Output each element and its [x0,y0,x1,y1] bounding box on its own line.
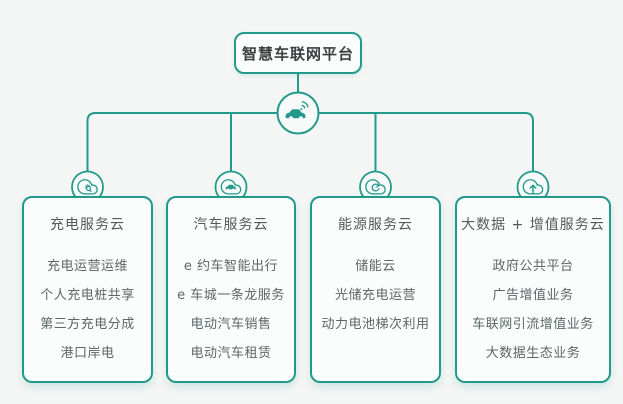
branch-item: 政府公共平台 [492,259,574,274]
branch-item: e 约车智能出行 [183,259,279,274]
platform-title: 智慧车联网平台 [241,44,354,63]
connected-car-icon [276,91,320,135]
branch-item-list: 储能云 光储充电运营 动力电池梯次利用 [321,252,429,339]
branch-box-energy: 能源服务云 储能云 光储充电运营 动力电池梯次利用 [310,196,441,383]
branch-item: 电动汽车租赁 [190,346,272,361]
branch-item: 大数据生态业务 [485,346,581,361]
branch-item: 港口岸电 [60,346,115,361]
branch-item: 个人充电桩共享 [40,288,135,303]
branch-item: 电动汽车销售 [190,317,272,332]
branch-item: 第三方充电分成 [40,317,135,332]
branch-item-list: 政府公共平台 广告增值业务 车联网引流增值业务 大数据生态业务 [472,252,594,368]
branch-item-list: 充电运营运维 个人充电桩共享 第三方充电分成 港口岸电 [40,252,135,368]
branch-item: e 车城一条龙服务 [177,288,285,303]
branch-title: 汽车服务云 [193,217,269,233]
branch-box-automobile: 汽车服务云 e 约车智能出行 e 车城一条龙服务 电动汽车销售 电动汽车租赁 [166,196,296,383]
branch-item: 储能云 [355,259,396,274]
branch-box-bigdata: 大数据 + 增值服务云 政府公共平台 广告增值业务 车联网引流增值业务 大数据生… [455,196,611,383]
branch-box-charging: 充电服务云 充电运营运维 个人充电桩共享 第三方充电分成 港口岸电 [22,196,153,383]
branch-title: 能源服务云 [338,217,413,233]
branch-item: 车联网引流增值业务 [472,317,594,332]
branch-item: 广告增值业务 [492,288,574,303]
branch-item-list: e 约车智能出行 e 车城一条龙服务 电动汽车销售 电动汽车租赁 [177,252,285,368]
branch-item: 光储充电运营 [334,288,416,303]
branch-item: 动力电池梯次利用 [321,317,430,332]
tree-connectors [86,73,534,177]
branch-title: 大数据 + 增值服务云 [461,217,605,233]
platform-box: 智慧车联网平台 [234,32,362,74]
branch-item: 充电运营运维 [46,259,128,274]
branch-title: 充电服务云 [50,217,125,233]
